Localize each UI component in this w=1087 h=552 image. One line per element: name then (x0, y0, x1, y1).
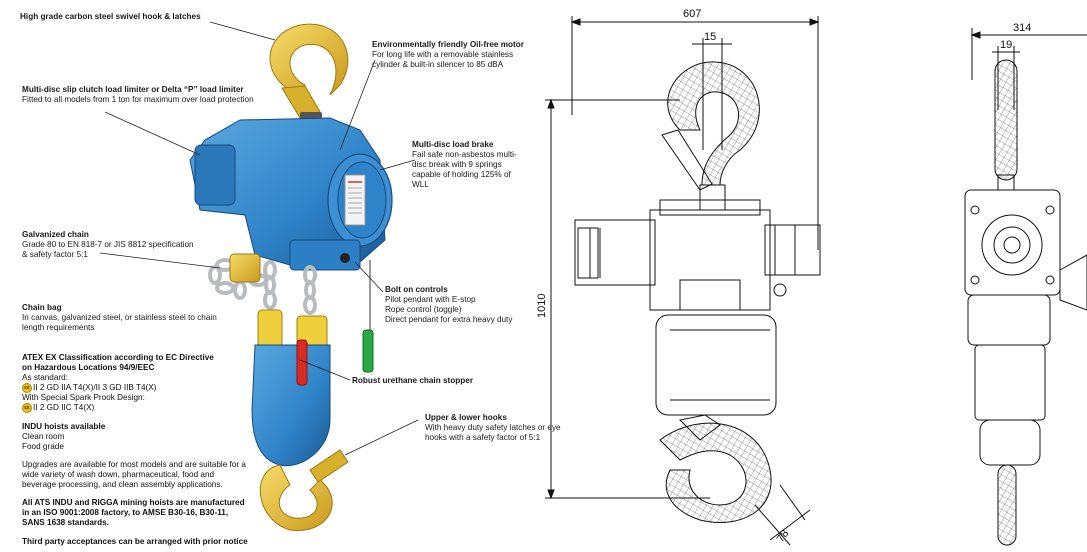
upper-hook (269, 23, 349, 96)
callout-controls-line: Rope control (toggle) (385, 305, 462, 314)
third-party-note: Third party acceptances can be arranged … (22, 537, 248, 547)
callout-brake-line: disc break with 9 springs (412, 160, 502, 169)
callout-chain-bag-line: length requirements (22, 323, 95, 332)
indu-block: INDU hoists available Clean room Food gr… (22, 422, 105, 452)
dim-hook-thick: 78 (775, 528, 792, 545)
upgrades-line: beverage processing, and clean assembly … (22, 480, 223, 489)
dim-side-gap: 19 (1000, 39, 1012, 51)
callout-hooks-title: Upper & lower hooks (425, 413, 507, 422)
callout-motor-title: Environmentally friendly Oil-free motor (372, 40, 524, 49)
callout-brake-line: WLL (412, 180, 429, 189)
dim-height: 1010 (536, 294, 548, 318)
atex-line: As standard: (22, 373, 68, 382)
callout-hooks: Upper & lower hooks With heavy duty safe… (425, 413, 561, 443)
dim-width: 607 (683, 8, 701, 20)
callout-chain-line: Grade 80 to EN 818-7 or JIS 8812 specifi… (22, 240, 194, 249)
callout-brake-title: Multi-disc load brake (412, 140, 494, 149)
callout-motor-line: For long life with a removable stainless (372, 50, 514, 59)
indu-line: Clean room (22, 432, 65, 441)
callout-clutch: Multi-disc slip clutch load limiter or D… (22, 85, 254, 105)
mining-block: All ATS INDU and RIGGA mining hoists are… (22, 498, 245, 528)
callout-chain-line: & safety factor 5:1 (22, 250, 88, 259)
callout-brake-line: Fail safe non-asbestos multi- (412, 150, 517, 159)
callout-chain-title: Galvanized chain (22, 230, 89, 239)
leader-lines (99, 21, 419, 456)
callout-clutch-title: Multi-disc slip clutch load limiter or D… (22, 85, 244, 94)
callout-hooks-line: hooks with a safety factor of 5:1 (425, 433, 541, 442)
upgrades-block: Upgrades are available for most models a… (22, 460, 246, 490)
mining-line: All ATS INDU and RIGGA mining hoists are… (22, 498, 245, 507)
callout-hook-latch: High grade carbon steel swivel hook & la… (20, 12, 201, 22)
indu-title: INDU hoists available (22, 422, 106, 431)
chain-drop (263, 260, 317, 315)
ex-icon: εx (22, 383, 32, 393)
callout-hook-latch-title: High grade carbon steel swivel hook & la… (20, 12, 201, 21)
mining-line: SANS 1638 standards. (22, 518, 109, 527)
callout-clutch-line: Fitted to all models from 1 ton for maxi… (22, 95, 254, 104)
callout-controls-line: Direct pendant for extra heavy duty (385, 315, 513, 324)
callout-brake: Multi-disc load brake Fail safe non-asbe… (412, 140, 517, 190)
warning-label (344, 174, 366, 226)
hoist-render (189, 23, 393, 531)
callout-motor-line: cylinder & built-in silencer to 85 dBA (372, 60, 504, 69)
callout-brake-line: capable of holding 125% of (412, 170, 511, 179)
front-view-drawing (545, 16, 821, 546)
ex-icon: εx (22, 403, 32, 414)
indu-line: Food grade (22, 442, 64, 451)
upgrades-line: wide variety of wash down, pharmaceutica… (22, 470, 215, 479)
callout-stopper: Robust urethane chain stopper (352, 376, 473, 386)
third-party-text: Third party acceptances can be arranged … (22, 537, 248, 546)
atex-line: With Special Spark Prook Design: (22, 393, 145, 403)
upgrades-line: Upgrades are available for most models a… (22, 460, 246, 469)
atex-block: ATEX EX Classification according to EC D… (22, 353, 214, 414)
dim-hook-gap: 15 (704, 31, 716, 43)
dim-side-width: 314 (1013, 22, 1031, 34)
atex-title: ATEX EX Classification according to EC D… (22, 353, 214, 362)
lower-hook (259, 464, 333, 531)
callout-chain: Galvanized chain Grade 80 to EN 818-7 or… (22, 230, 194, 260)
callout-controls-title: Bolt on controls (385, 285, 448, 294)
mining-line: in an ISO 9001:2008 factory, to AMSE B30… (22, 508, 229, 517)
callout-chain-bag-line: In canvas, galvanized steel, or stainles… (22, 313, 217, 322)
callout-chain-bag: Chain bag In canvas, galvanized steel, o… (22, 303, 217, 333)
callout-controls-line: Pilot pendant with E-stop (385, 295, 476, 304)
side-view-drawing (964, 28, 1087, 546)
atex-line: II 2 GD IIA T4(X)/II 3 GD IIB T4(X) (33, 383, 157, 393)
callout-hooks-line: With heavy duty safety latches or eye (425, 423, 561, 432)
callout-motor: Environmentally friendly Oil-free motor … (372, 40, 524, 70)
callout-stopper-title: Robust urethane chain stopper (352, 376, 474, 385)
atex-title-2: on Hazardous Locations 94/9/EEC (22, 363, 155, 372)
callout-chain-bag-title: Chain bag (22, 303, 62, 312)
callout-controls: Bolt on controls Pilot pendant with E-st… (385, 285, 512, 325)
atex-line: II 2 GD IIC T4(X) (33, 403, 95, 413)
